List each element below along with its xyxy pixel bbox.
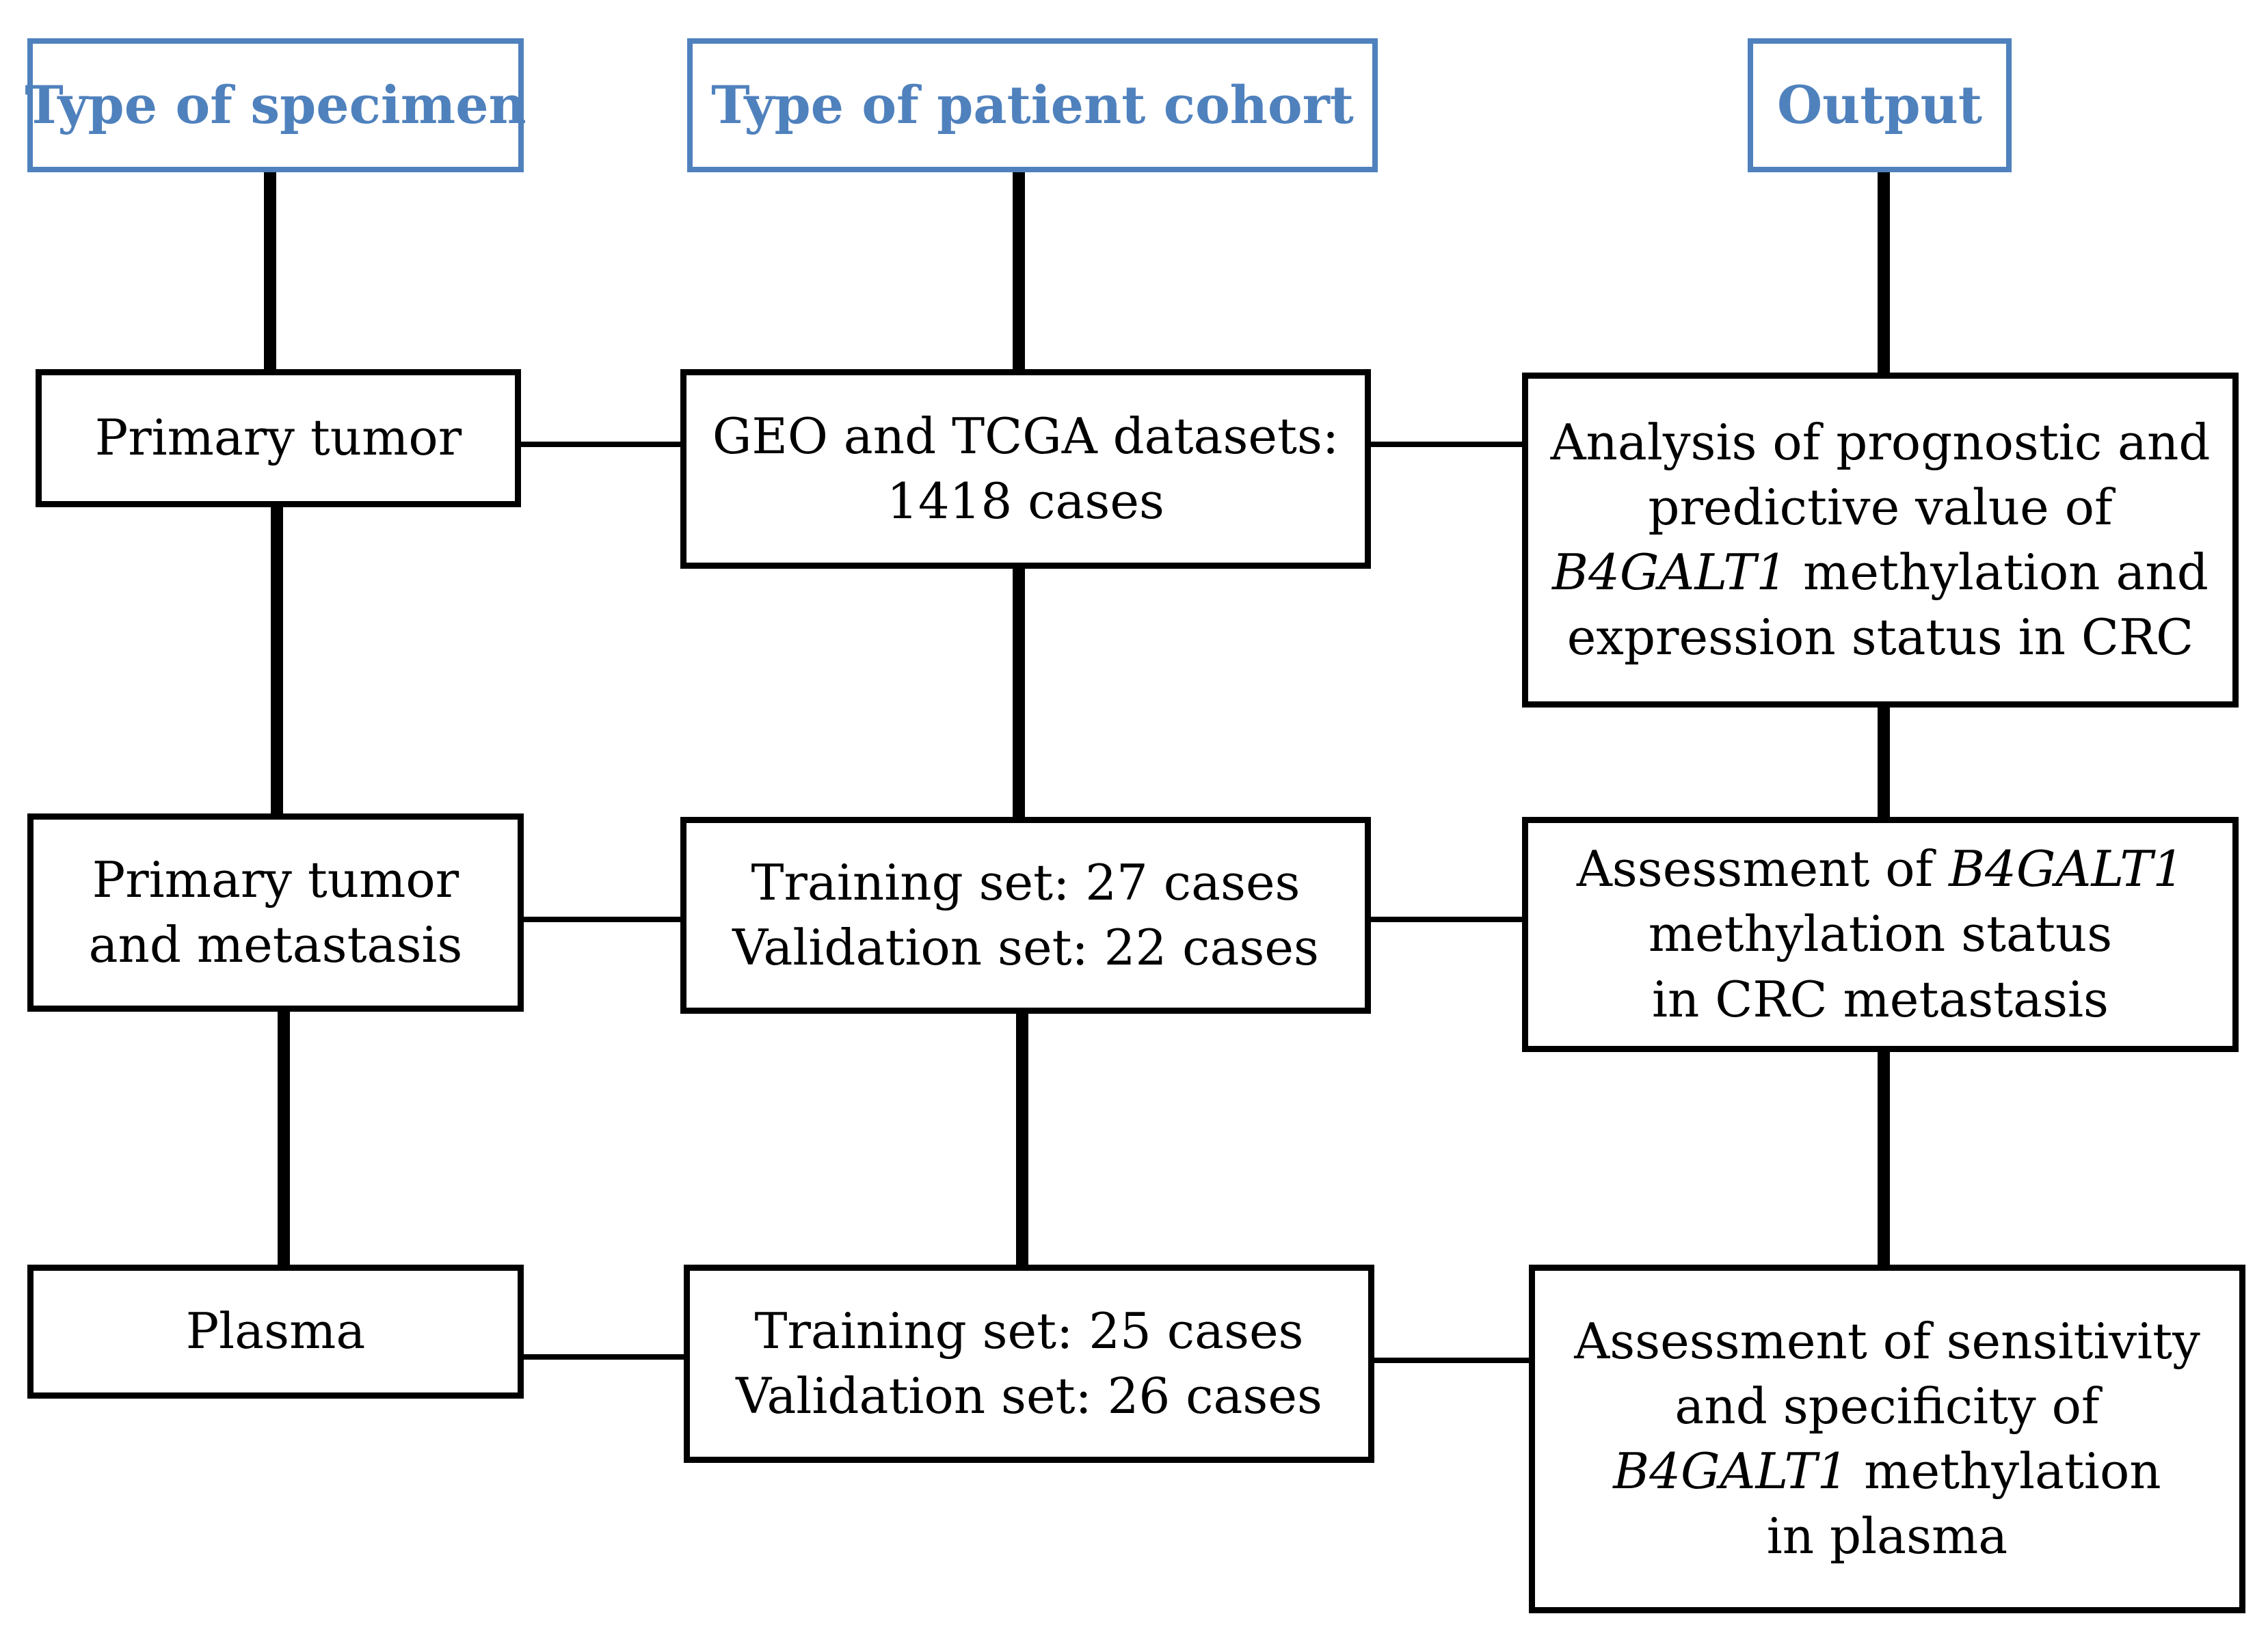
output-plasma-line-4: in plasma bbox=[1766, 1507, 2008, 1565]
output-metastasis-assessment: Assessment of B4GALT1 methylation status… bbox=[1522, 817, 2239, 1052]
output-metastasis-assessment-label: Assessment of B4GALT1 methylation status… bbox=[1577, 837, 2184, 1032]
output-metastasis-line-2: methylation status bbox=[1648, 905, 2113, 963]
output-prognostic-line-3-rest: methylation and bbox=[1787, 543, 2209, 601]
output-metastasis-line-1-prefix: Assessment of bbox=[1576, 840, 1949, 898]
cohort-row2-line-2: Validation set: 22 cases bbox=[732, 919, 1319, 976]
specimen-plasma: Plasma bbox=[27, 1265, 524, 1399]
output-metastasis-line-1: Assessment of B4GALT1 bbox=[1577, 837, 2184, 902]
cohort-geo-tcga-line-1: GEO and TCGA datasets: bbox=[712, 407, 1339, 465]
output-prognostic-line-2: predictive value of bbox=[1648, 478, 2113, 536]
specimen-primary-tumor: Primary tumor bbox=[36, 369, 521, 507]
output-prognostic-line-1: Analysis of prognostic and bbox=[1550, 413, 2211, 471]
cohort-row3-line-1: Training set: 25 cases bbox=[754, 1302, 1304, 1360]
cohort-plasma-sets-label: Training set: 25 cases Validation set: 2… bbox=[736, 1299, 1322, 1429]
cohort-row2-line-1: Training set: 27 cases bbox=[751, 853, 1300, 911]
header-type-of-specimen: Type of specimen bbox=[25, 38, 526, 172]
output-prognostic-line-3: B4GALT1 methylation and bbox=[1551, 540, 2211, 605]
output-plasma-assessment-label: Assessment of sensitivity and specificit… bbox=[1574, 1309, 2200, 1569]
output-prognostic-analysis-label: Analysis of prognostic and predictive va… bbox=[1551, 410, 2211, 670]
specimen-primary-tumor-and-metastasis-label: Primary tumor and metastasis bbox=[89, 848, 463, 978]
cohort-geo-tcga-label: GEO and TCGA datasets: 1418 cases bbox=[712, 404, 1339, 534]
header-output: Output bbox=[1748, 38, 2012, 172]
header-output-label: Output bbox=[1776, 75, 1983, 136]
output-plasma-assessment: Assessment of sensitivity and specificit… bbox=[1529, 1265, 2245, 1613]
specimen-primary-tumor-label: Primary tumor bbox=[94, 409, 462, 467]
gene-name: B4GALT1 bbox=[1949, 840, 2185, 898]
cohort-row3-line-2: Validation set: 26 cases bbox=[736, 1367, 1322, 1425]
output-prognostic-line-4: expression status in CRC bbox=[1566, 608, 2194, 667]
cohort-geo-tcga: GEO and TCGA datasets: 1418 cases bbox=[680, 369, 1371, 569]
header-type-of-patient-cohort-label: Type of patient cohort bbox=[711, 75, 1354, 136]
output-metastasis-line-3: in CRC metastasis bbox=[1651, 970, 2109, 1028]
specimen-row2-line-1: Primary tumor bbox=[92, 850, 459, 908]
gene-name: B4GALT1 bbox=[1613, 1442, 1849, 1500]
output-plasma-line-3-rest: methylation bbox=[1848, 1442, 2161, 1500]
specimen-primary-tumor-and-metastasis: Primary tumor and metastasis bbox=[27, 813, 524, 1012]
specimen-plasma-label: Plasma bbox=[185, 1302, 366, 1360]
cohort-geo-tcga-line-2: 1418 cases bbox=[887, 472, 1164, 530]
header-type-of-specimen-label: Type of specimen bbox=[25, 75, 526, 136]
output-prognostic-analysis: Analysis of prognostic and predictive va… bbox=[1522, 373, 2239, 708]
gene-name: B4GALT1 bbox=[1552, 543, 1788, 601]
cohort-metastasis-sets-label: Training set: 27 cases Validation set: 2… bbox=[732, 850, 1319, 980]
specimen-row2-line-2: and metastasis bbox=[88, 916, 463, 973]
cohort-plasma-sets: Training set: 25 cases Validation set: 2… bbox=[684, 1265, 1374, 1463]
output-plasma-line-1: Assessment of sensitivity bbox=[1574, 1312, 2200, 1370]
header-type-of-patient-cohort: Type of patient cohort bbox=[687, 38, 1378, 172]
output-plasma-line-2: and specificity of bbox=[1675, 1377, 2100, 1435]
output-plasma-line-3: B4GALT1 methylation bbox=[1574, 1439, 2200, 1504]
cohort-metastasis-sets: Training set: 27 cases Validation set: 2… bbox=[680, 817, 1371, 1014]
